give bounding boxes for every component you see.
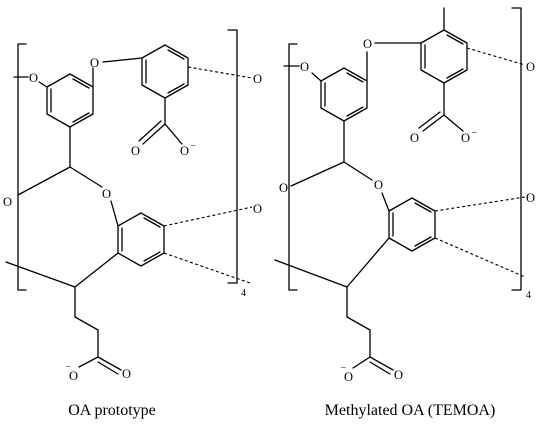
negative-charge: – [190, 140, 196, 150]
oxygen-atom: O [374, 178, 383, 192]
ring-upper-right [141, 44, 189, 99]
oxygen-atom: O [29, 71, 38, 85]
oxygen-atom: O [102, 187, 111, 201]
right-repeat-bracket [227, 29, 238, 284]
ring-upper-left [320, 67, 368, 122]
oxygen-atom: O [253, 72, 262, 86]
oxygen-atom: O [410, 131, 419, 145]
repeat-count: 4 [241, 288, 246, 299]
oxygen-atom: O [69, 369, 78, 383]
negative-charge: – [65, 361, 71, 371]
oxygen-atom: O [3, 195, 12, 209]
ring-upper-left [46, 73, 94, 128]
caption: OA prototype [68, 402, 156, 419]
oxygen-atom: O [122, 367, 131, 381]
oxygen-atom: O [363, 37, 372, 51]
ring-lower [117, 212, 165, 267]
right-repeat-bracket [511, 7, 522, 291]
oxygen-atom: O [279, 181, 288, 195]
left-repeat-bracket [17, 43, 27, 291]
oxygen-atom: O [90, 56, 99, 70]
oxygen-atom: O [394, 368, 403, 382]
oxygen-atom: O [526, 191, 535, 205]
repeat-count: 4 [526, 290, 531, 301]
oxygen-atom: O [253, 202, 262, 216]
left-repeat-bracket [288, 43, 298, 291]
negative-charge: – [471, 127, 477, 137]
oxygen-atom: O [526, 60, 535, 74]
oxygen-atom: O [131, 144, 140, 158]
negative-charge: – [340, 362, 346, 372]
oxygen-atom: O [300, 60, 309, 74]
ring-upper-right [420, 29, 468, 84]
ring-lower [388, 197, 436, 252]
structure-oa: 4 O O O O O – [3, 29, 262, 419]
structure-temoa: 4 O O O O O – [274, 7, 535, 419]
oxygen-atom: O [180, 144, 189, 158]
oxygen-atom: O [344, 370, 353, 384]
caption: Methylated OA (TEMOA) [325, 402, 496, 419]
oxygen-atom: O [461, 131, 470, 145]
